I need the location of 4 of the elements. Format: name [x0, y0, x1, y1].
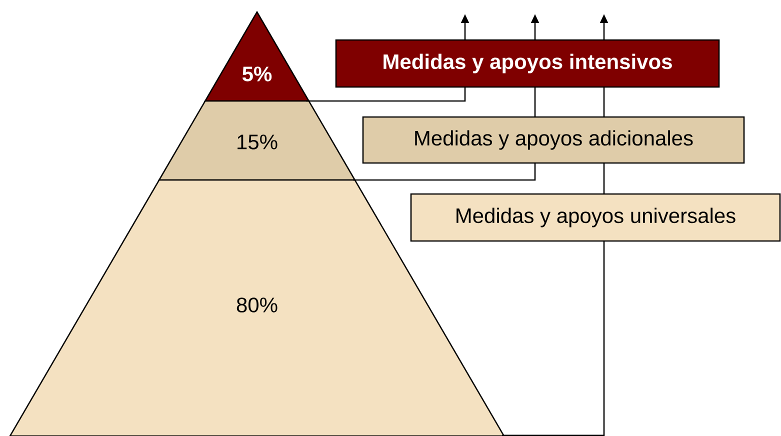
label-box: Medidas y apoyos intensivos [335, 39, 720, 88]
pyramid-tier: 15% [158, 100, 356, 181]
label-box: Medidas y apoyos universales [410, 193, 781, 242]
label-box: Medidas y apoyos adicionales [362, 116, 745, 164]
